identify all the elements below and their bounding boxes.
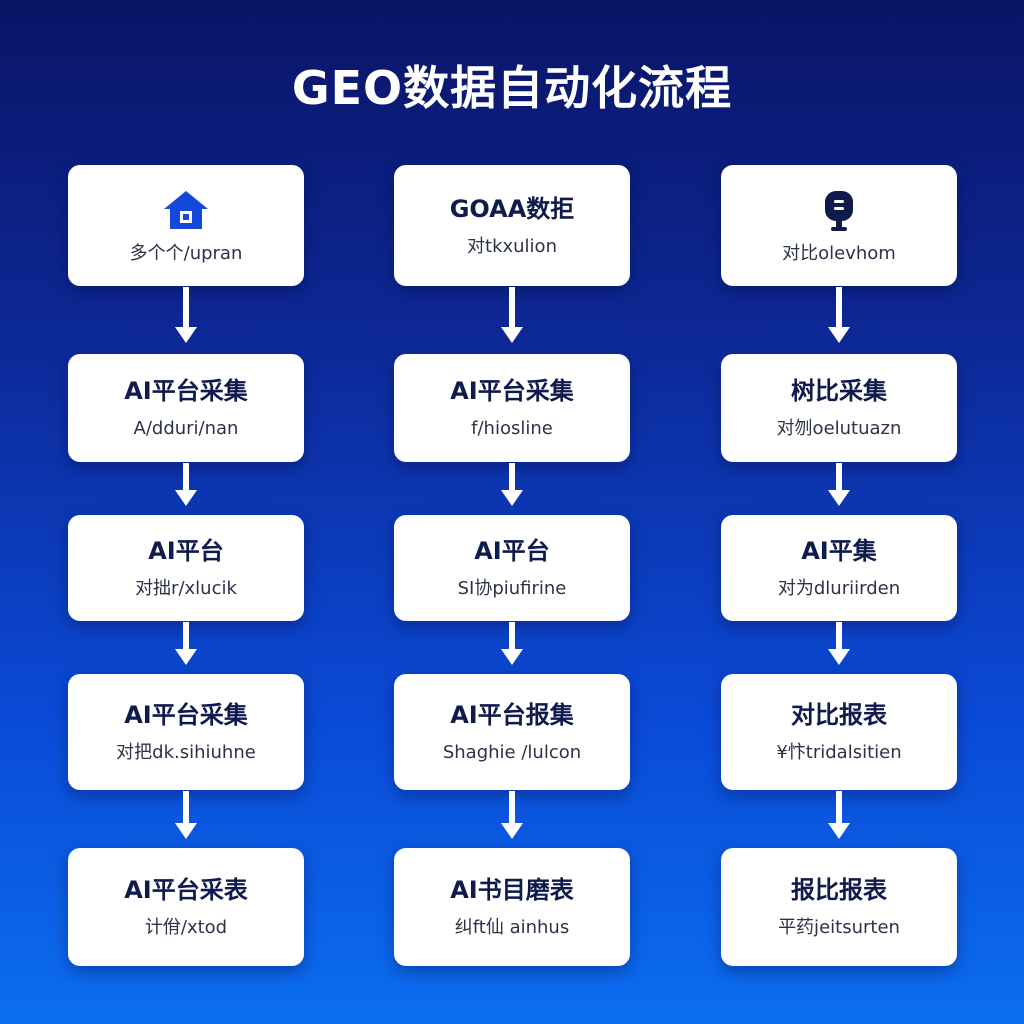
robot-icon <box>825 190 853 231</box>
card-title: 树比采集 <box>791 377 887 405</box>
flow-column-1: 多个个/upran AI平台采集 A/dduri/nan AI平台 对拙r/xl… <box>68 0 304 1024</box>
card-title: AI平台采集 <box>124 377 248 405</box>
card-title: GOAA数拒 <box>449 194 575 223</box>
down-arrow-icon <box>827 287 851 345</box>
card-subtitle: 对拙r/xlucik <box>135 578 237 599</box>
down-arrow-icon <box>500 622 524 667</box>
card-subtitle: Shaghie /lulcon <box>442 742 582 763</box>
card-subtitle: 平药jeitsurten <box>778 917 900 938</box>
card-subtitle: A/dduri/nan <box>133 418 239 439</box>
card-title: AI平集 <box>801 537 877 565</box>
down-arrow-icon <box>174 622 198 667</box>
flow-card: AI平台采表 计佾/xtod <box>68 848 304 966</box>
card-title: AI平台报集 <box>450 701 574 729</box>
card-subtitle: 对刎oelutuazn <box>776 418 902 439</box>
flow-column-3: 对比olevhom 树比采集 对刎oelutuazn AI平集 对为dlurii… <box>721 0 957 1024</box>
flow-card: AI平台 SI协piufirine <box>394 515 630 621</box>
down-arrow-icon <box>827 463 851 508</box>
flow-card: AI平台采集 f/hiosline <box>394 354 630 462</box>
card-title: 对比报表 <box>791 701 887 729</box>
down-arrow-icon <box>827 791 851 841</box>
card-subtitle: 多个个/upran <box>129 242 243 264</box>
flow-card: AI平台采集 对把dk.sihiuhne <box>68 674 304 790</box>
house-icon <box>164 190 208 229</box>
flow-card: AI书目磨表 纠ft仙 ainhus <box>394 848 630 966</box>
down-arrow-icon <box>174 463 198 508</box>
flow-card: 对比olevhom <box>721 165 957 286</box>
down-arrow-icon <box>500 287 524 345</box>
flow-card: 报比报表 平药jeitsurten <box>721 848 957 966</box>
card-title: AI平台采集 <box>124 701 248 729</box>
flow-card: 对比报表 ¥忭tridalsitien <box>721 674 957 790</box>
page-title: GEO数据自动化流程 <box>291 61 733 115</box>
card-subtitle: 计佾/xtod <box>144 917 228 938</box>
card-subtitle: SI协piufirine <box>457 578 567 599</box>
card-title: AI平台 <box>148 537 224 565</box>
flow-card: AI平台采集 A/dduri/nan <box>68 354 304 462</box>
down-arrow-icon <box>174 791 198 841</box>
card-subtitle: 对把dk.sihiuhne <box>116 742 256 763</box>
card-subtitle: 对tkxulion <box>467 235 557 257</box>
flow-card: 多个个/upran <box>68 165 304 286</box>
card-title: AI平台 <box>474 537 550 565</box>
flow-card: 树比采集 对刎oelutuazn <box>721 354 957 462</box>
down-arrow-icon <box>500 791 524 841</box>
card-subtitle: f/hiosline <box>471 418 553 439</box>
flow-card: AI平集 对为dluriirden <box>721 515 957 621</box>
flow-card: AI平台报集 Shaghie /lulcon <box>394 674 630 790</box>
flow-card: GOAA数拒 对tkxulion <box>394 165 630 286</box>
down-arrow-icon <box>827 622 851 667</box>
flow-column-2: GOAA数拒 对tkxulion AI平台采集 f/hiosline AI平台 … <box>394 0 630 1024</box>
card-subtitle: 纠ft仙 ainhus <box>454 917 570 938</box>
card-title: AI平台采集 <box>450 377 574 405</box>
card-title: AI书目磨表 <box>450 876 574 904</box>
flow-card: AI平台 对拙r/xlucik <box>68 515 304 621</box>
card-title: AI平台采表 <box>124 876 248 904</box>
card-title: 报比报表 <box>791 876 887 904</box>
down-arrow-icon <box>500 463 524 508</box>
card-subtitle: 对比olevhom <box>782 242 896 264</box>
down-arrow-icon <box>174 287 198 345</box>
card-subtitle: ¥忭tridalsitien <box>776 742 902 763</box>
card-subtitle: 对为dluriirden <box>777 578 901 599</box>
